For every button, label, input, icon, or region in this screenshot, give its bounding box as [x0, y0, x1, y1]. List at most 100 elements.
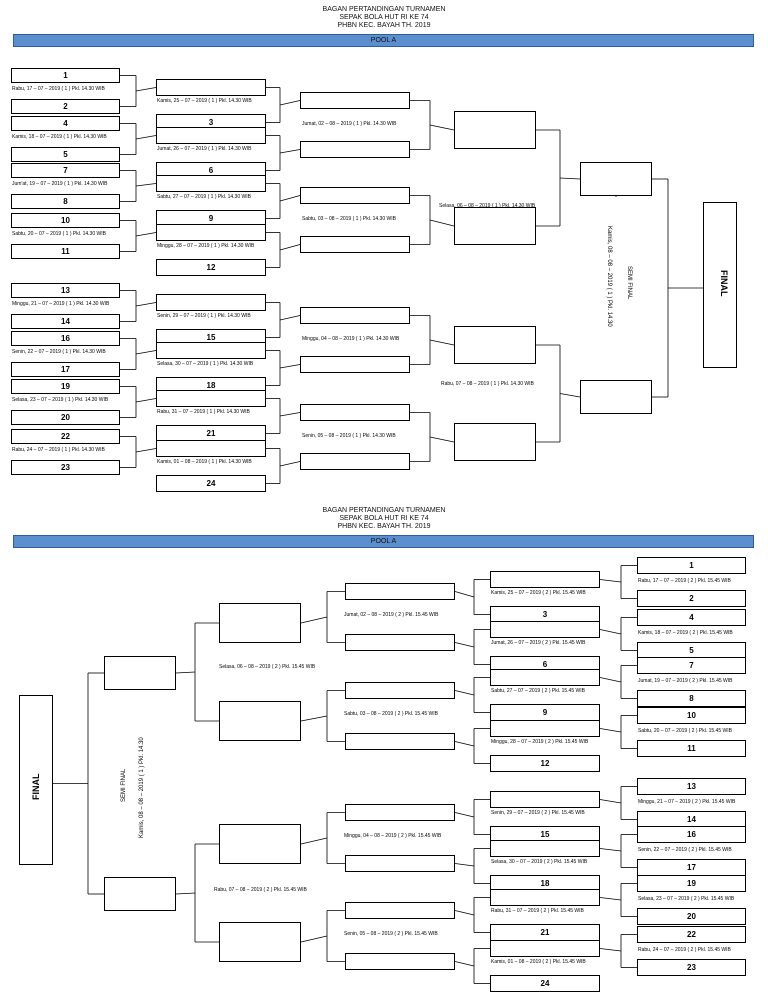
top-r2-box-a — [156, 294, 266, 311]
bottom-r2-match-number: 9 — [542, 708, 548, 717]
top-r4-box — [454, 111, 536, 149]
connector-line — [599, 799, 622, 804]
bottom-r1-team-a-box — [637, 707, 746, 724]
connector-line — [135, 398, 157, 403]
bottom-title-line1: BAGAN PERTANDINGAN TURNAMEN — [322, 507, 446, 514]
connector-line — [279, 461, 301, 467]
top-r1-team-a: 4 — [63, 119, 68, 128]
bottom-r1-date: Selasa, 23 – 07 – 2019 ( 2 ) Pkl. 15.45 … — [638, 896, 735, 902]
bottom-r1-team-a-box — [637, 609, 746, 626]
top-r2-box-a — [156, 440, 266, 457]
bottom-r1-date: Rabu, 17 – 07 – 2019 ( 2 ) Pkl. 15.45 WI… — [638, 578, 731, 584]
bottom-r2-box-b — [490, 755, 600, 772]
top-final-label: FINAL — [719, 270, 729, 297]
top-r1-team-b-box — [11, 99, 120, 114]
top-r1-team-a-box — [11, 116, 120, 131]
top-title-line3: PHBN KEC. BAYAH TH. 2019 — [337, 22, 431, 29]
top-r1-team-b: 20 — [61, 413, 70, 422]
top-r2-date: Selasa, 30 – 07 – 2019 ( 1 ) Pkl. 14.30 … — [157, 361, 254, 367]
bottom-r1-team-b: 17 — [687, 863, 696, 872]
connector-line — [175, 671, 196, 674]
bottom-semifinal-box — [104, 656, 176, 690]
connector-line — [599, 948, 622, 952]
top-r1-team-b: 2 — [63, 102, 68, 111]
bottom-r1-team-a: 22 — [687, 930, 696, 939]
top-pool-bar: POOL A — [13, 34, 754, 47]
bottom-r4-box — [219, 922, 301, 962]
top-r3-box-a — [300, 307, 410, 324]
top-semifinal-date: Kamis, 08 – 08 – 2019 ( 1 ) Pkl. 14.30 — [606, 226, 612, 327]
top-r1-team-b: 8 — [63, 197, 68, 206]
top-r1-team-a-box — [11, 213, 120, 228]
top-r1-team-a: 1 — [63, 71, 68, 80]
top-r2-date: Rabu, 31 – 07 – 2019 ( 1 ) Pkl. 14.30 WI… — [157, 409, 250, 415]
bottom-r2-match-number: 18 — [540, 879, 550, 888]
bottom-r3-date: Senin, 05 – 08 – 2019 ( 2 ) Pkl. 15.45 W… — [344, 931, 438, 937]
top-r2-date: Sabtu, 27 – 07 – 2019 ( 1 ) Pkl. 14.30 W… — [157, 194, 251, 200]
bottom-r3-box-b — [345, 953, 455, 970]
top-r2-match-number: 6 — [208, 166, 214, 175]
connector-line — [279, 364, 301, 369]
top-r1-date: Sabtu, 20 – 07 – 2019 ( 1 ) Pkl. 14.30 W… — [12, 231, 106, 237]
connector-line — [279, 149, 301, 154]
top-r1-team-b: 17 — [61, 365, 70, 374]
top-r1-team-b-box — [11, 362, 120, 377]
top-r2-box-a — [156, 175, 266, 192]
top-r1-date: Jum'at, 19 – 07 – 2019 ( 1 ) Pkl. 14.30 … — [12, 181, 108, 187]
bottom-r1-team-b: 23 — [687, 963, 696, 972]
connector-line — [135, 302, 157, 307]
top-r2-match-number: 21 — [206, 429, 216, 438]
bottom-r1-team-b-box — [637, 690, 746, 707]
bottom-r3-box-b — [345, 634, 455, 651]
bottom-r1-team-a: 19 — [687, 879, 696, 888]
bottom-r1-team-b: 20 — [687, 912, 696, 921]
top-r3-box-a — [300, 187, 410, 204]
top-r1-team-b-box — [11, 314, 120, 329]
bottom-r2-box-a — [490, 889, 600, 906]
bottom-semifinal-date: Kamis, 08 – 08 – 2019 ( 1 ) Pkl. 14.30 — [139, 737, 145, 838]
bottom-r4-box — [219, 701, 301, 741]
bottom-r1-team-b: 5 — [689, 646, 694, 655]
top-title-line2: SEPAK BOLA HUT RI KE 74 — [339, 14, 429, 21]
top-r2-date: Kamis, 25 – 07 – 2019 ( 1 ) Pkl. 14.30 W… — [157, 98, 252, 104]
bottom-r1-date: Rabu, 24 – 07 – 2019 ( 2 ) Pkl. 15.45 WI… — [638, 947, 731, 953]
top-r1-team-b: 11 — [61, 247, 70, 256]
connector-line — [599, 579, 622, 583]
connector-line — [300, 616, 328, 624]
connector-line — [599, 848, 622, 852]
bottom-r2-date: Jumat, 26 – 07 – 2019 ( 2 ) Pkl. 15.45 W… — [491, 640, 586, 646]
bottom-r2-box-b — [490, 975, 600, 992]
connector-line — [135, 350, 157, 355]
connector-line — [599, 629, 622, 635]
bottom-r2-date: Minggu, 28 – 07 – 2019 ( 2 ) Pkl. 15.45 … — [491, 739, 589, 745]
top-r1-team-a: 10 — [61, 216, 70, 225]
bottom-r3-box-b — [345, 855, 455, 872]
bottom-final-box — [19, 695, 53, 865]
top-r1-team-a-box — [11, 283, 120, 298]
bottom-r1-team-b: 11 — [687, 744, 696, 753]
connector-line — [175, 892, 196, 895]
connector-line — [454, 910, 475, 916]
connector-line — [599, 677, 622, 683]
bottom-r2-box-a — [490, 840, 600, 857]
bottom-r1-team-a-box — [637, 826, 746, 843]
bottom-pool-bar: POOL A — [13, 535, 754, 548]
top-r4-date: Selasa, 06 – 08 – 2019 ( 1 ) Pkl. 14.30 … — [439, 203, 536, 209]
bottom-r4-date: Selasa, 06 – 08 – 2019 ( 2 ) Pkl. 15.45 … — [219, 664, 316, 670]
bottom-r1-date: Sabtu, 20 – 07 – 2019 ( 2 ) Pkl. 15.45 W… — [638, 728, 732, 734]
bottom-r3-date: Minggu, 04 – 08 – 2019 ( 2 ) Pkl. 15.45 … — [344, 833, 442, 839]
top-r1-date: Selasa, 23 – 07 – 2019 ( 1 ) Pkl. 14.30 … — [12, 397, 109, 403]
connector-line — [279, 315, 301, 321]
top-r1-team-a: 22 — [61, 432, 70, 441]
bottom-title-line3: PHBN KEC. BAYAH TH. 2019 — [337, 523, 431, 530]
bottom-r4-date: Rabu, 07 – 08 – 2019 ( 2 ) Pkl. 15.45 WI… — [214, 887, 307, 893]
connector-line — [429, 219, 455, 227]
top-r2-box-a — [156, 127, 266, 144]
bottom-r1-date: Kamis, 18 – 07 – 2019 ( 2 ) Pkl. 15.45 W… — [638, 630, 733, 636]
top-r3-date: Jumat, 02 – 08 – 2019 ( 1 ) Pkl. 14.30 W… — [302, 121, 397, 127]
bottom-r3-box-a — [345, 682, 455, 699]
top-r1-team-b: 23 — [61, 463, 70, 472]
top-r2-match-number: 3 — [208, 118, 214, 127]
bottom-r1-team-b-box — [637, 908, 746, 925]
top-semifinal-box — [580, 162, 652, 196]
